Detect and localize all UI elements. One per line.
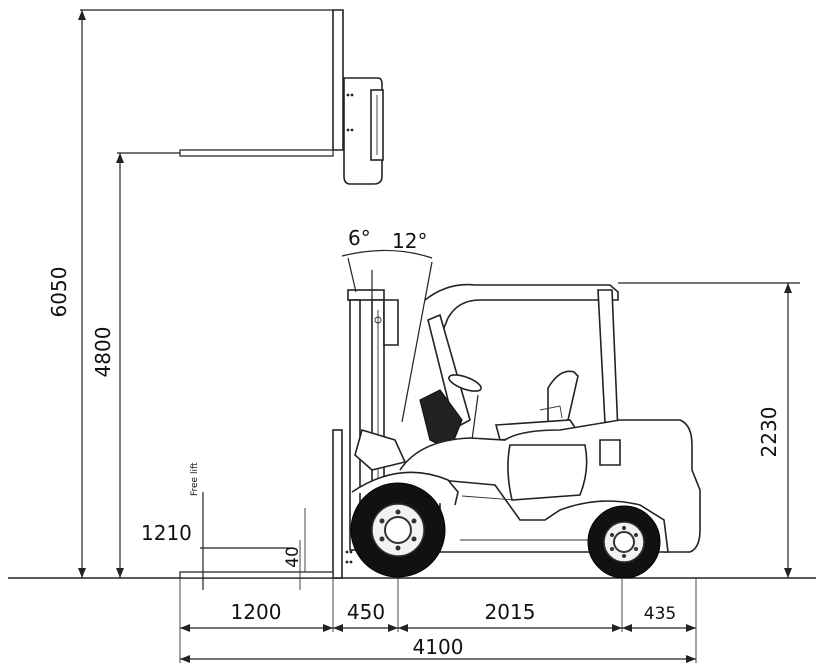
front-overhang-label: 450: [347, 600, 385, 624]
front-wheel: [350, 482, 446, 578]
tilt-backward-label: 12°: [392, 229, 427, 253]
wheelbase-label: 2015: [485, 600, 536, 624]
fork-thickness-label: 40: [283, 546, 303, 568]
rear-wheel: [587, 505, 661, 579]
lift-height-label: 4800: [91, 327, 115, 378]
overall-length-label: 4100: [413, 635, 464, 659]
rear-overhang-label: 435: [644, 604, 676, 624]
fork-length-label: 1200: [231, 600, 282, 624]
raised-carriage: [179, 9, 384, 185]
free-lift-height-label: 1210: [141, 521, 192, 545]
overhead-guard-height-label: 2230: [757, 407, 781, 458]
free-lift-caption: Free lift: [190, 462, 200, 496]
max-fork-height-label: 6050: [47, 267, 71, 318]
dimension-lines: [78, 9, 800, 663]
tilt-forward-label: 6°: [348, 226, 371, 250]
